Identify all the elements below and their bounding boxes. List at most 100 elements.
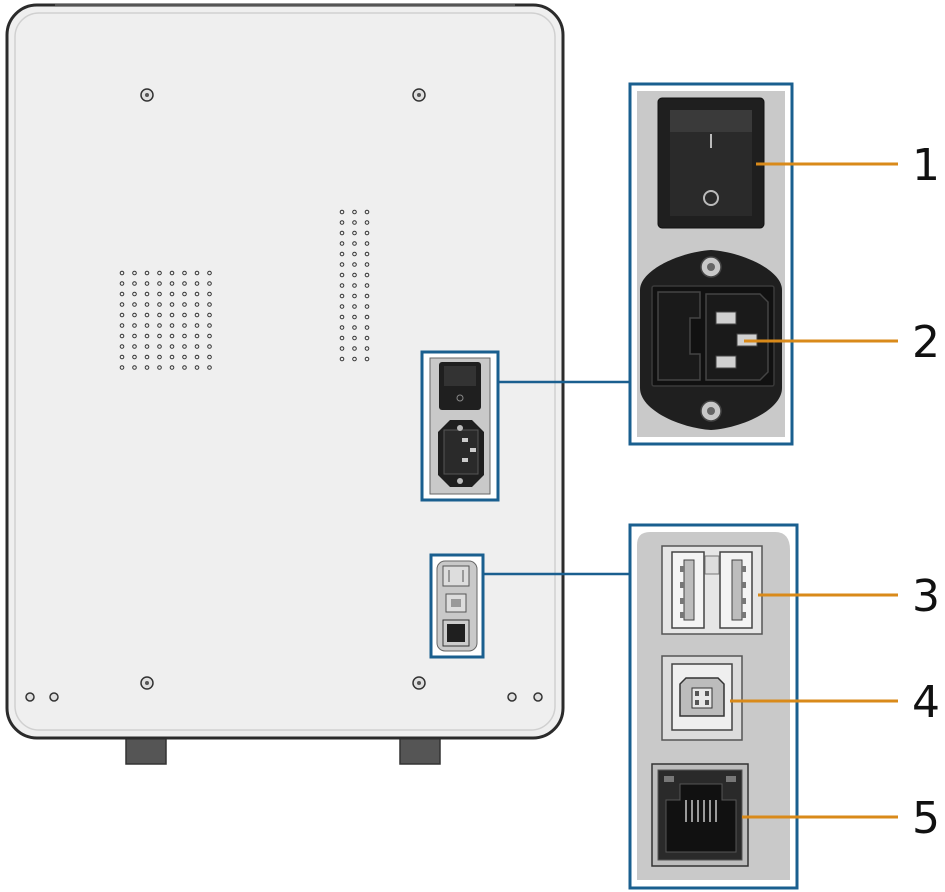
vent-hole xyxy=(132,344,137,349)
vent-hole xyxy=(352,220,357,225)
vent-hole xyxy=(339,304,345,309)
vent-hole xyxy=(352,251,357,257)
vent-hole xyxy=(339,209,345,215)
vent-hole xyxy=(157,302,162,307)
vent-hole xyxy=(144,270,150,276)
vent-hole xyxy=(364,272,370,278)
vent-hole xyxy=(182,365,187,370)
vent-hole xyxy=(364,325,370,330)
vent-hole xyxy=(352,356,357,362)
vent-hole xyxy=(182,312,187,318)
vent-hole xyxy=(339,241,345,246)
inlet-pin-bottom xyxy=(715,355,737,369)
vent-hole xyxy=(339,262,345,267)
vent-hole xyxy=(339,293,345,299)
vent-hole xyxy=(339,325,345,330)
usb-a-ports xyxy=(661,545,763,635)
vent-hole xyxy=(364,314,370,320)
vent-hole xyxy=(207,302,212,307)
vent-hole xyxy=(119,312,125,318)
vent-hole xyxy=(132,270,137,276)
vent-hole xyxy=(182,333,187,339)
vent-hole xyxy=(132,354,137,360)
vent-hole xyxy=(207,323,212,328)
vent-hole xyxy=(144,281,150,286)
inlet-pin-top xyxy=(715,311,737,325)
ethernet-port xyxy=(651,763,749,867)
vent-hole xyxy=(132,281,137,286)
vent-hole xyxy=(119,291,125,297)
vent-hole xyxy=(157,344,162,349)
vent-hole xyxy=(132,333,137,339)
power-switch xyxy=(657,97,765,229)
vent-hole xyxy=(182,302,187,307)
callout-4: 4 xyxy=(912,677,940,728)
vent-hole xyxy=(132,302,137,307)
vent-hole xyxy=(364,209,370,215)
vent-grid-right xyxy=(339,209,370,362)
vent-hole xyxy=(352,283,357,288)
vent-hole xyxy=(169,344,175,349)
vent-hole xyxy=(157,281,162,286)
vent-hole xyxy=(157,291,162,297)
vent-hole xyxy=(339,230,345,236)
vent-hole xyxy=(364,241,370,246)
callout-1: 1 xyxy=(912,140,940,191)
vent-hole xyxy=(194,333,200,339)
vent-hole xyxy=(364,230,370,236)
printer-feet xyxy=(125,735,441,765)
vent-hole xyxy=(194,323,200,328)
vent-hole xyxy=(144,365,150,370)
vent-hole xyxy=(207,270,212,276)
vent-hole xyxy=(194,281,200,286)
screw-corner-2 xyxy=(49,692,59,702)
vent-hole xyxy=(364,220,370,225)
vent-hole xyxy=(194,291,200,297)
vent-hole xyxy=(182,344,187,349)
callout-3: 3 xyxy=(912,571,940,622)
vent-hole xyxy=(339,356,345,362)
vent-hole xyxy=(132,312,137,318)
vent-hole xyxy=(144,344,150,349)
vent-hole xyxy=(364,262,370,267)
vent-hole xyxy=(169,312,175,318)
vent-hole xyxy=(157,365,162,370)
vent-hole xyxy=(119,270,125,276)
vent-hole xyxy=(194,270,200,276)
vent-grid-left xyxy=(119,270,212,370)
vent-hole xyxy=(144,333,150,339)
screw-corner-1 xyxy=(25,692,35,702)
vent-hole xyxy=(182,354,187,360)
vent-hole xyxy=(119,365,125,370)
zoom-panel-io xyxy=(628,523,799,890)
vent-hole xyxy=(352,335,357,341)
callout-2: 2 xyxy=(912,317,940,368)
vent-hole xyxy=(119,323,125,328)
vent-hole xyxy=(182,281,187,286)
vent-hole xyxy=(194,365,200,370)
zoom-panel-power xyxy=(628,82,794,446)
vent-hole xyxy=(352,325,357,330)
vent-hole xyxy=(144,354,150,360)
small-power-module xyxy=(420,350,500,502)
vent-hole xyxy=(157,333,162,339)
vent-hole xyxy=(144,302,150,307)
vent-hole xyxy=(339,220,345,225)
usb-b-port xyxy=(661,655,743,741)
vent-hole xyxy=(364,251,370,257)
vent-hole xyxy=(132,291,137,297)
vent-hole xyxy=(169,333,175,339)
vent-hole xyxy=(119,333,125,339)
vent-hole xyxy=(169,270,175,276)
vent-hole xyxy=(182,270,187,276)
vent-hole xyxy=(352,304,357,309)
vent-hole xyxy=(352,293,357,299)
vent-hole xyxy=(364,356,370,362)
vent-hole xyxy=(119,281,125,286)
switch-off-mark xyxy=(703,190,719,206)
vent-hole xyxy=(352,346,357,351)
vent-hole xyxy=(339,272,345,278)
callout-labels: 1 2 3 4 5 xyxy=(912,140,940,844)
vent-hole xyxy=(352,314,357,320)
